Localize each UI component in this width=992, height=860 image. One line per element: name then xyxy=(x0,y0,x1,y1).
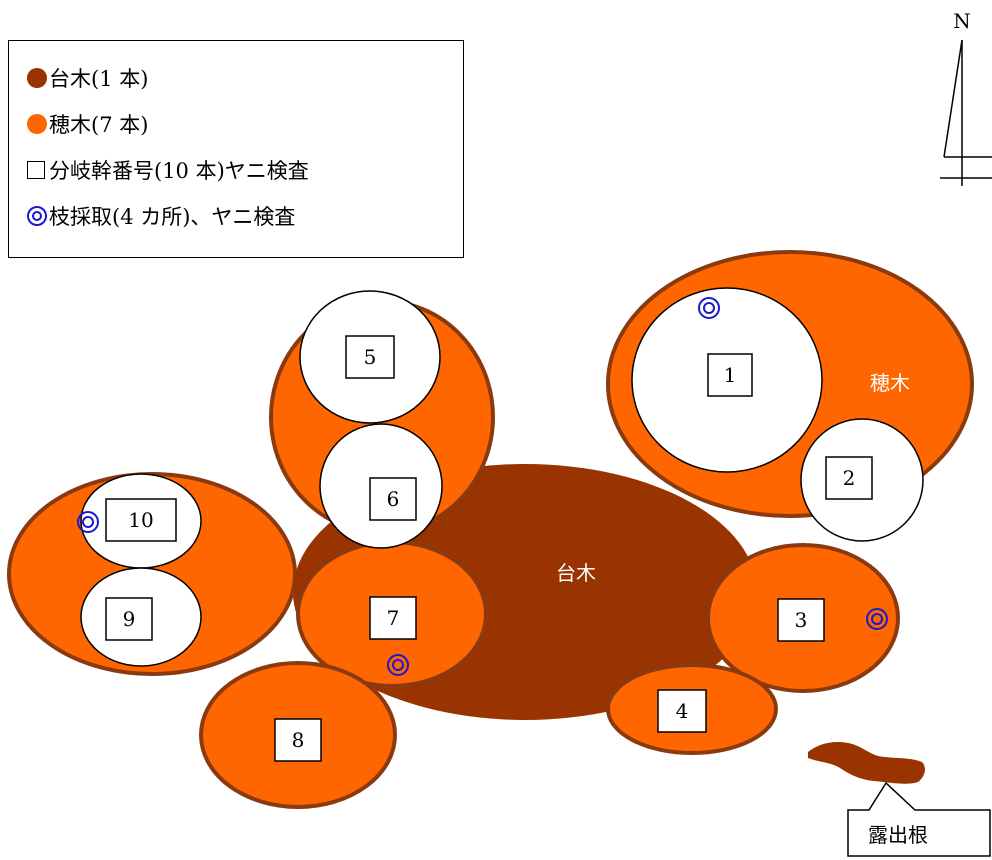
scion-dot-icon xyxy=(27,114,47,134)
scion-label: 穂木 xyxy=(870,371,910,395)
sample-mark-7 xyxy=(387,654,409,676)
legend-label: 分岐幹番号(10 本)ヤニ検査 xyxy=(49,159,309,183)
legend-item-sample: 枝採取(4 カ所)、ヤニ検査 xyxy=(27,193,463,239)
exposed-root-callout: 露出根 xyxy=(847,781,991,857)
svg-text:露出根: 露出根 xyxy=(868,823,928,847)
rootstock-dot-icon xyxy=(27,68,47,88)
svg-text:4: 4 xyxy=(676,699,689,723)
trunk-number-5: 5 xyxy=(345,335,395,379)
svg-text:6: 6 xyxy=(387,487,400,511)
sample-mark-1 xyxy=(698,297,720,319)
north-label: N xyxy=(953,9,971,33)
legend: 台木(1 本) 穂木(7 本) 分岐幹番号(10 本)ヤニ検査 枝採取(4 カ所… xyxy=(8,40,464,258)
rootstock-label: 台木 xyxy=(556,561,596,585)
legend-item-scion: 穂木(7 本) xyxy=(27,101,463,147)
trunk-number-4: 4 xyxy=(657,689,707,733)
legend-label: 台木(1 本) xyxy=(49,67,149,91)
svg-text:2: 2 xyxy=(843,466,856,490)
legend-label: 穂木(7 本) xyxy=(49,113,149,137)
svg-text:7: 7 xyxy=(387,606,400,630)
sample-mark-10 xyxy=(77,511,99,533)
trunk-number-2: 2 xyxy=(825,456,873,500)
trunk-number-3: 3 xyxy=(777,598,825,642)
svg-text:5: 5 xyxy=(364,345,377,369)
svg-text:1: 1 xyxy=(724,363,737,387)
exposed-root-shape xyxy=(808,742,925,784)
legend-label: 枝採取(4 カ所)、ヤニ検査 xyxy=(49,205,296,229)
trunk-number-7: 7 xyxy=(369,596,417,640)
trunk-number-1: 1 xyxy=(707,353,753,397)
double-circle-icon xyxy=(27,206,47,226)
svg-text:8: 8 xyxy=(292,728,305,752)
square-icon xyxy=(27,161,45,179)
trunk-number-6: 6 xyxy=(369,477,417,521)
svg-text:10: 10 xyxy=(128,508,153,532)
trunk-number-9: 9 xyxy=(105,597,153,641)
svg-text:9: 9 xyxy=(123,607,136,631)
north-arrow xyxy=(940,39,992,186)
sample-mark-3 xyxy=(866,608,888,630)
legend-item-trunk-number: 分岐幹番号(10 本)ヤニ検査 xyxy=(27,147,463,193)
trunk-number-8: 8 xyxy=(274,718,322,762)
legend-item-rootstock: 台木(1 本) xyxy=(27,55,463,101)
svg-text:3: 3 xyxy=(795,608,808,632)
trunk-number-10: 10 xyxy=(105,498,177,542)
